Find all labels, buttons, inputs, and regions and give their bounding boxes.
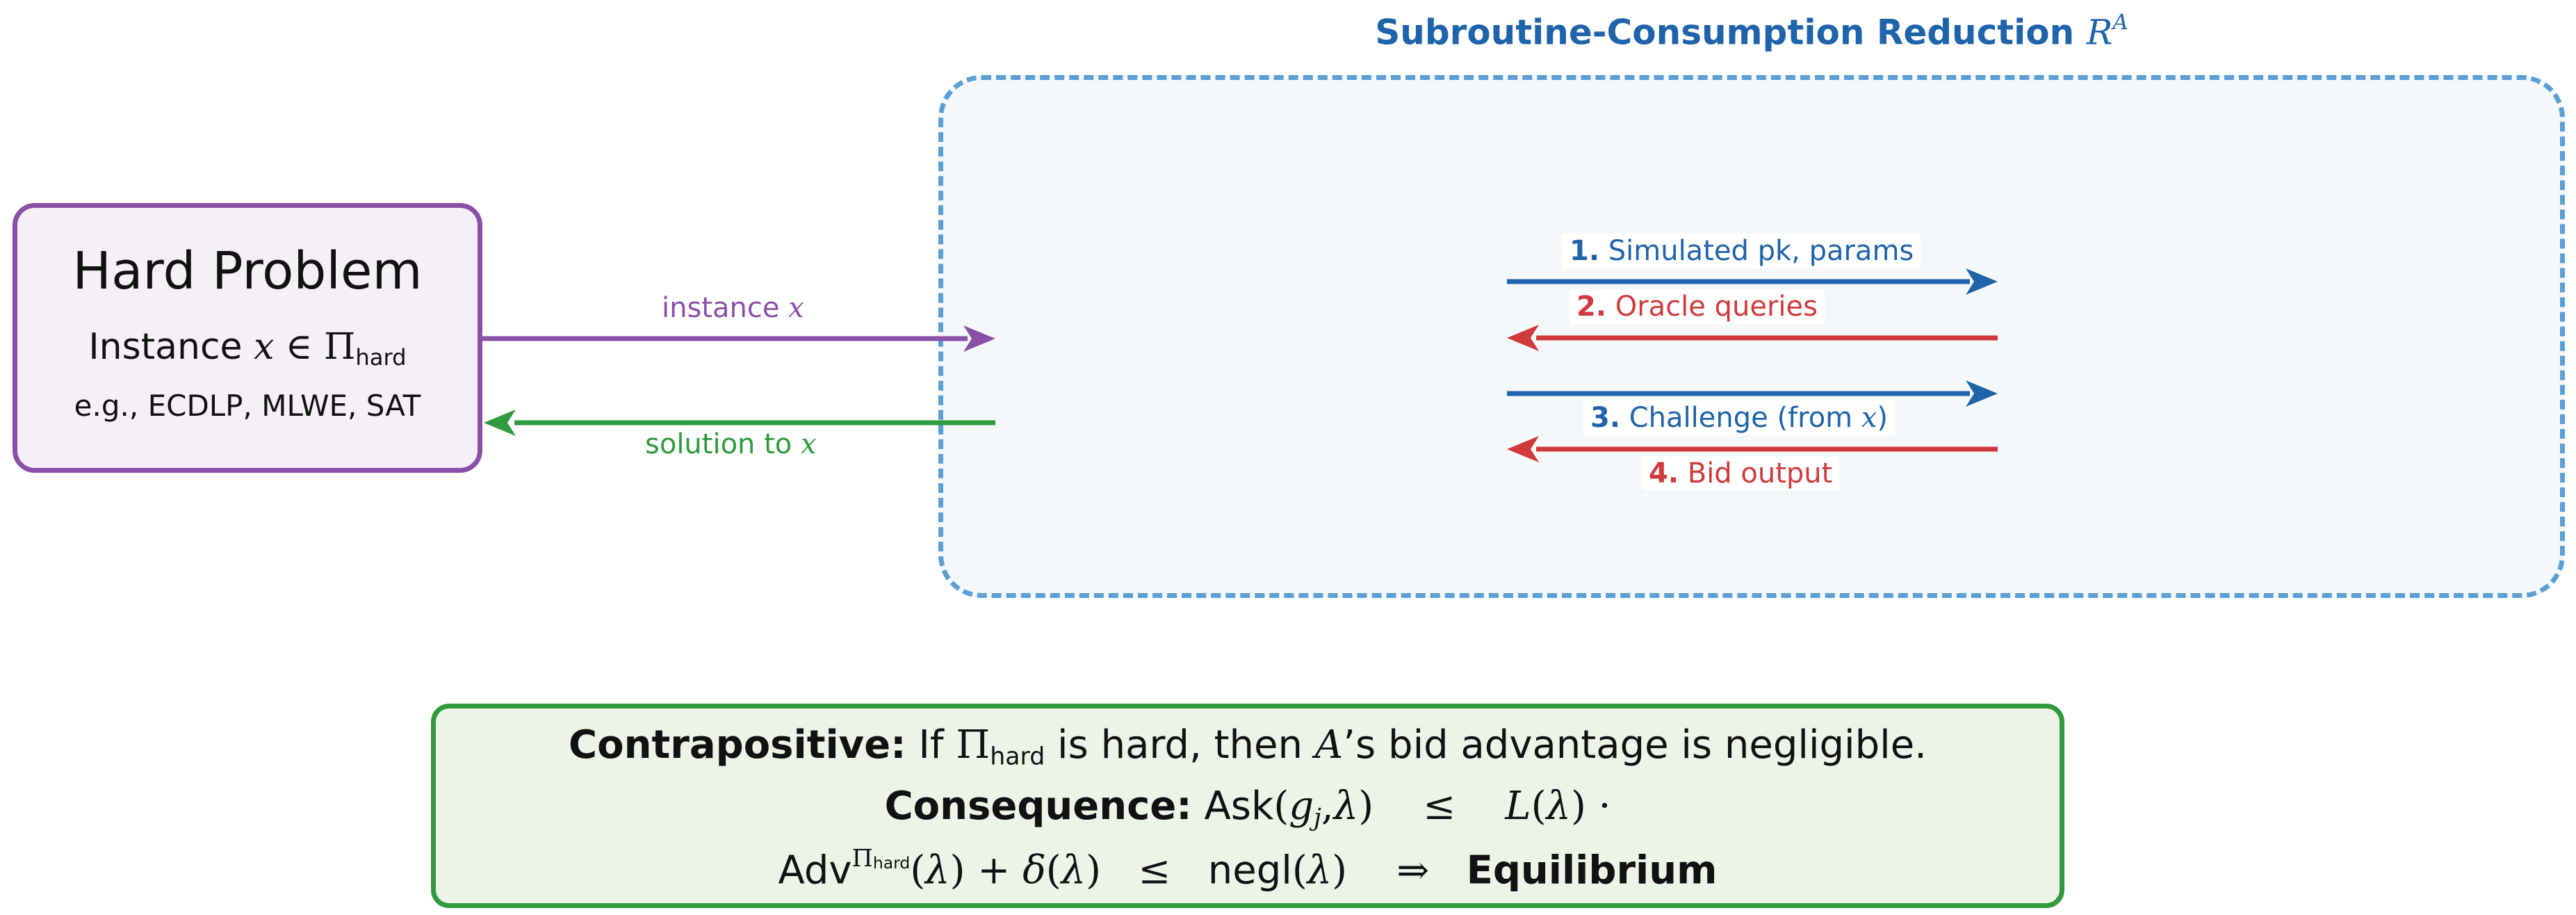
message-arrow-3 — [1507, 380, 1998, 407]
hard-problem-instance: Instance x ∈ Πhard — [88, 326, 407, 371]
reduction-symbol: R — [2086, 12, 2113, 53]
message-arrow-2 — [1507, 325, 1998, 351]
hard-problem-title: Hard Problem — [72, 241, 423, 301]
message-label-4: 4. Bid output — [1642, 456, 1840, 491]
instance-arrow — [482, 325, 995, 352]
message-label-1: 1. Simulated pk, params — [1563, 234, 1921, 268]
hard-problem-examples: e.g., ECDLP, MLWE, SAT — [74, 389, 421, 423]
hard-problem-box: Hard Problem Instance x ∈ Πhard e.g., EC… — [13, 203, 482, 473]
contrapositive-line: Contrapositive: If Πhard is hard, then A… — [569, 722, 1927, 771]
solution-arrow — [484, 410, 995, 436]
consequence-line: Consequence: Ask(gj,λ) ≤ L(λ) · — [884, 784, 1611, 832]
message-arrow-4 — [1507, 436, 1998, 462]
solution-arrow-label: solution to x — [645, 428, 817, 460]
message-label-2: 2. Oracle queries — [1570, 289, 1825, 324]
conclusion-box: Contrapositive: If Πhard is hard, then A… — [431, 704, 2064, 908]
equilibrium-line: AdvΠhard(λ) + δ(λ) ≤ negl(λ) ⇒ Equilibri… — [778, 845, 1718, 893]
message-label-3: 3. Challenge (from x) — [1583, 400, 1896, 435]
instance-arrow-label: instance x — [662, 292, 804, 324]
reduction-title: Subroutine-Consumption Reduction RA — [1375, 10, 2128, 53]
message-arrow-1 — [1507, 268, 1998, 295]
